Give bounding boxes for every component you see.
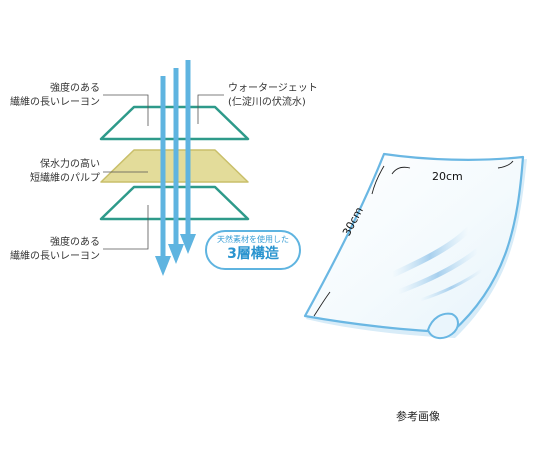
width-guide-right	[497, 160, 514, 169]
label-rayon-bottom: 強度のある 繊維の長いレーヨン	[8, 236, 100, 264]
water-jet-arrowhead-1	[155, 256, 171, 276]
label-pulp: 保水力の高い 短繊維のパルプ	[8, 158, 100, 186]
height-guide-bottom	[313, 291, 331, 317]
water-jet-arrowhead-3	[180, 234, 196, 254]
leader-rayon-top	[103, 94, 149, 126]
leader-waterjet	[197, 94, 224, 124]
sheet-streak-1	[389, 227, 471, 278]
width-guide-left	[391, 166, 411, 175]
label-rayon-top-line1: 強度のある	[50, 83, 100, 94]
water-jet-arrow-1	[160, 76, 166, 258]
label-waterjet-line1: ウォータージェット	[228, 83, 318, 94]
sheet-body	[303, 152, 525, 334]
badge-title: 3層構造	[227, 246, 279, 262]
label-rayon-top: 強度のある 繊維の長いレーヨン	[8, 82, 100, 110]
height-guide-top	[371, 165, 385, 195]
water-jet-arrowhead-2	[168, 244, 184, 264]
sheet-curled-corner	[426, 312, 459, 340]
label-pulp-line2: 短繊維のパルプ	[30, 173, 100, 184]
sheet-streak-3	[418, 268, 484, 302]
badge-subtitle: 天然素材を使用した	[217, 235, 289, 244]
label-waterjet-line2: (仁淀川の伏流水)	[228, 97, 306, 108]
label-waterjet: ウォータージェット (仁淀川の伏流水)	[228, 82, 318, 110]
sheet-streak-2	[395, 247, 481, 295]
sheet-dimension-guides	[313, 160, 514, 317]
water-jet-arrow-2	[173, 68, 179, 246]
reference-image-caption: 参考画像	[396, 410, 440, 423]
water-jet-arrow-3	[185, 60, 191, 236]
leader-lines	[103, 94, 224, 250]
three-layer-badge: 天然素材を使用した 3層構造	[205, 230, 301, 270]
label-rayon-top-line2: 繊維の長いレーヨン	[10, 97, 100, 108]
label-rayon-bottom-line1: 強度のある	[50, 237, 100, 248]
sheet-width-label: 20cm	[432, 170, 463, 183]
leader-rayon-bottom	[103, 205, 149, 250]
label-rayon-bottom-line2: 繊維の長いレーヨン	[10, 251, 100, 262]
label-pulp-line1: 保水力の高い	[40, 159, 100, 170]
water-jet-arrows	[155, 60, 196, 276]
